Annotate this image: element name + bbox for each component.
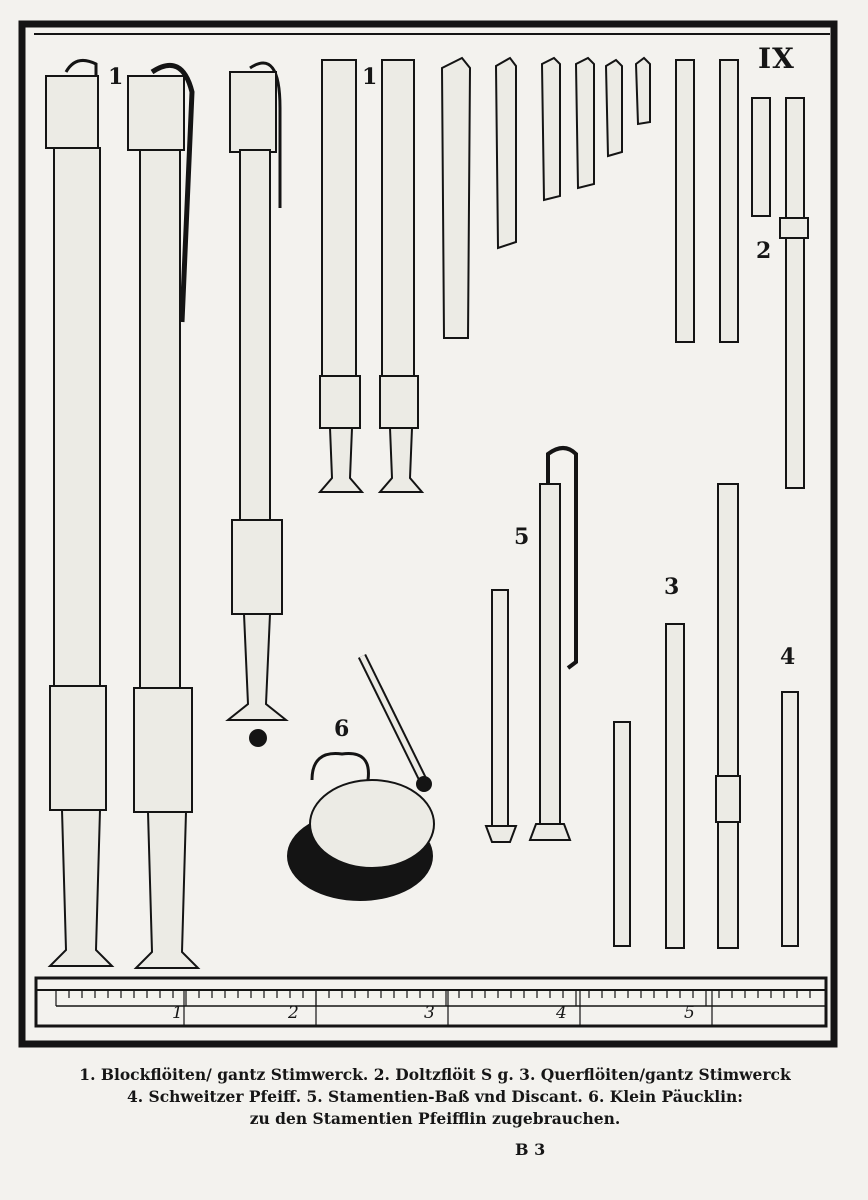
- figure-number-5: 5: [514, 524, 530, 550]
- figure-number-2: 2: [756, 238, 772, 264]
- caption-line-2: 4. Schweitzer Pfeiff. 5. Stamentien-Baß …: [126, 1087, 744, 1106]
- querfloeten-lower: [613, 483, 799, 949]
- ruler-label-2: 2: [288, 1003, 299, 1023]
- figure-number-1a: 1: [108, 64, 124, 90]
- figure-number-4: 4: [780, 644, 796, 670]
- signature-mark: B 3: [515, 1140, 546, 1159]
- ruler-label-3: 3: [424, 1003, 435, 1023]
- recorder-small-row: [440, 56, 651, 339]
- recorder-tenor: [225, 61, 289, 747]
- ruler-label-5: 5: [684, 1003, 695, 1023]
- caption-line-1: 1. Blockflöiten/ gantz Stimwerck. 2. Dol…: [79, 1065, 791, 1084]
- querfloeten-right: [675, 59, 809, 489]
- measuring-ruler: [34, 976, 828, 1028]
- small-drum: [287, 654, 435, 901]
- figure-number-1b: 1: [362, 64, 378, 90]
- recorder-bass-1: [45, 58, 115, 967]
- plate-frame: [18, 20, 838, 1048]
- ruler-label-1: 1: [172, 1003, 183, 1023]
- plate-caption: 1. Blockflöiten/ gantz Stimwerck. 2. Dol…: [20, 1064, 850, 1130]
- caption-line-3: zu den Stamentien Pfeifflin zugebrauchen…: [249, 1109, 621, 1128]
- recorder-alto-2: [377, 59, 425, 493]
- stamentien-pipes: [484, 446, 578, 843]
- plate-number: IX: [758, 42, 795, 75]
- figure-number-6: 6: [334, 716, 350, 742]
- figure-number-3: 3: [664, 574, 680, 600]
- ruler-label-4: 4: [556, 1003, 567, 1023]
- recorder-alto-1: [317, 59, 365, 493]
- recorder-bass-2: [127, 62, 201, 969]
